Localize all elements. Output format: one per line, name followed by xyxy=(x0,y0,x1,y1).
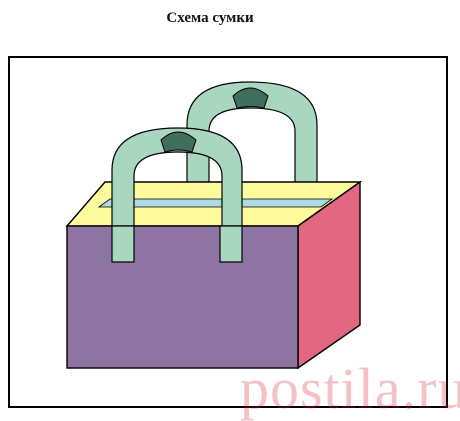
zipper-strip xyxy=(97,198,334,208)
back-handle-tab xyxy=(232,87,269,109)
bag-front-panel xyxy=(66,225,299,369)
front-handle-right-end xyxy=(219,225,243,263)
front-handle-left-end xyxy=(111,225,135,263)
back-handle xyxy=(186,81,318,191)
diagram-title: Схема сумки xyxy=(166,10,254,26)
front-handle-tab xyxy=(160,131,197,153)
watermark-text: postila.ru xyxy=(240,356,460,421)
